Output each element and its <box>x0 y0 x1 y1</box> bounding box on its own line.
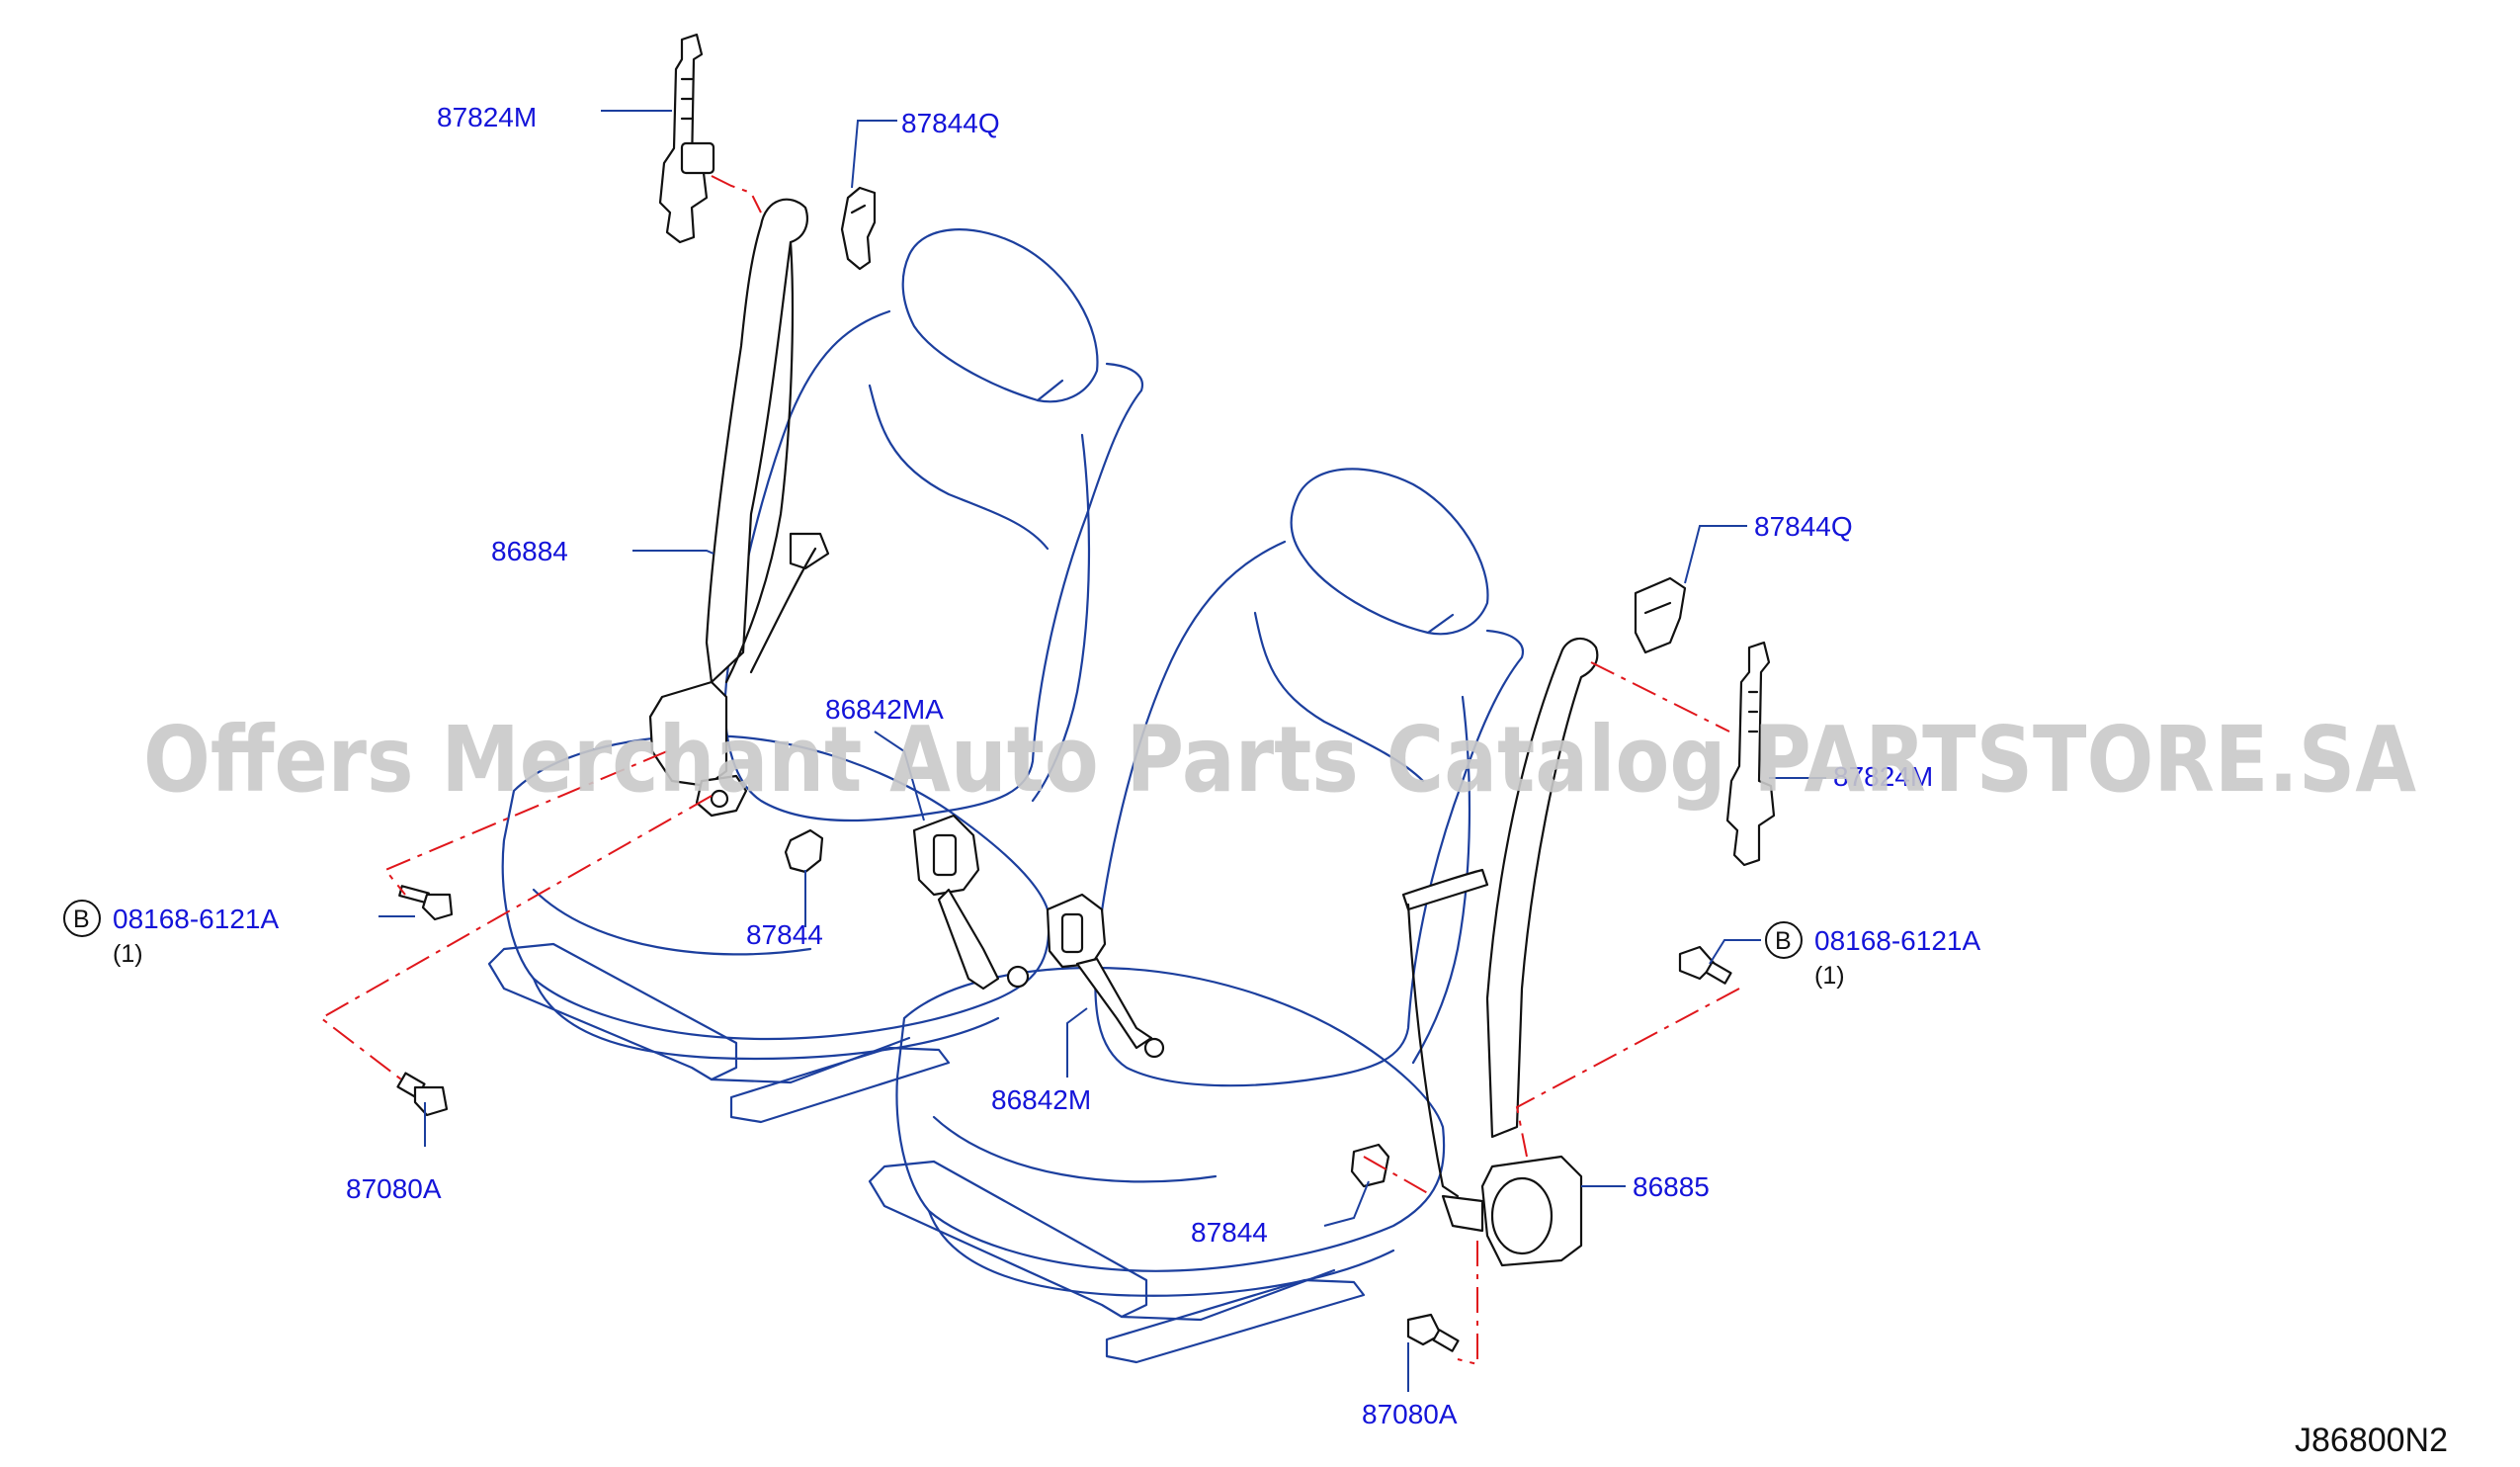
right-small-cover-87844 <box>1350 1143 1390 1188</box>
callout-right-small-cover: 87844 <box>1191 1217 1268 1248</box>
callout-left-bolt: 87080A <box>346 1173 442 1204</box>
callout-left-buckle: 86842MA <box>825 694 944 725</box>
left-bolt-b <box>398 885 454 921</box>
left-seat <box>487 228 1144 1124</box>
watermark-text: Offers Merchant Auto Parts Catalog PARTS… <box>143 707 2416 813</box>
diagram-code: J86800N2 <box>2295 1422 2448 1459</box>
right-bolt-87080a <box>1406 1313 1460 1352</box>
right-cover-87844q <box>1634 576 1687 654</box>
left-cover-87844q <box>840 186 877 271</box>
callout-left-bolt-b-label: 08168-6121A <box>113 904 279 934</box>
right-belt-assembly <box>1350 576 1776 1352</box>
right-anchor-adjuster <box>1725 641 1776 867</box>
callout-right-bolt: 87080A <box>1362 1399 1458 1429</box>
callout-right-anchor: 87824M <box>1833 761 1933 792</box>
callout-right-bolt-b-label: 08168-6121A <box>1814 925 1980 956</box>
circle-b-left: B <box>73 906 90 933</box>
left-belt-assembly <box>396 33 877 1117</box>
right-seat <box>868 468 1525 1364</box>
callout-right-cover: 87844Q <box>1754 511 1853 542</box>
left-anchor-adjuster <box>658 33 709 244</box>
left-belt-webbing <box>705 198 808 684</box>
right-bolt-b <box>1678 945 1732 985</box>
left-small-cover-87844 <box>784 828 824 874</box>
callout-left-anchor: 87824M <box>437 102 537 132</box>
left-bolt-87080a <box>396 1072 449 1117</box>
callout-right-buckle: 86842M <box>991 1084 1091 1115</box>
callout-left-bolt-b: B 08168-6121A (1) <box>63 900 279 968</box>
callout-right-bolt-b: B 08168-6121A (1) <box>1765 921 1980 990</box>
callout-left-cover: 87844Q <box>901 108 1000 138</box>
callout-right-bolt-b-qty: (1) <box>1814 962 1845 990</box>
circle-b-right: B <box>1775 927 1792 955</box>
buckle-86842m <box>1046 893 1165 1059</box>
leader-lines <box>378 110 1826 1392</box>
callout-right-retractor: 86885 <box>1633 1171 1710 1202</box>
right-belt-webbing <box>1485 637 1599 1139</box>
callout-left-bolt-b-qty: (1) <box>113 940 143 968</box>
callout-left-belt: 86884 <box>491 536 568 566</box>
assembly-lines <box>319 175 1740 1366</box>
buckle-86842ma <box>912 814 1030 991</box>
callout-left-small-cover: 87844 <box>746 919 823 950</box>
